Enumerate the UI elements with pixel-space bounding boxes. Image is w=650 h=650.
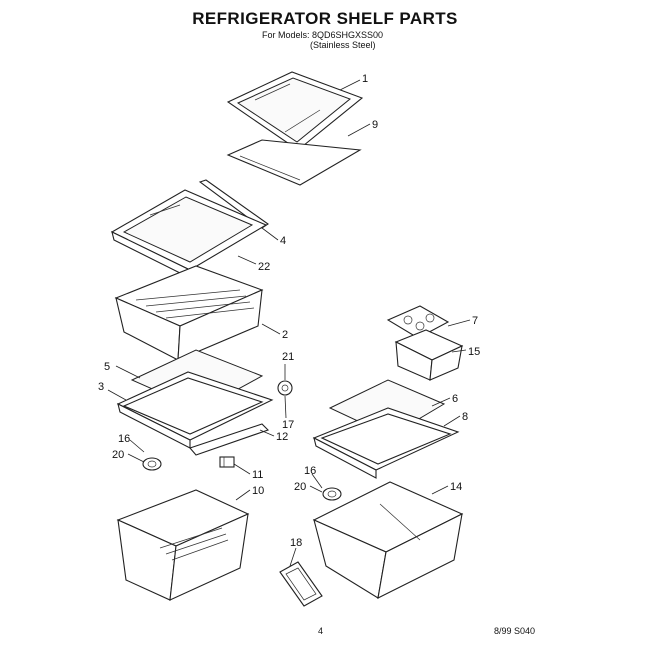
- part-1-glass-shelf[interactable]: [226, 71, 364, 151]
- part-7-egg-tray[interactable]: [386, 305, 450, 339]
- callout-7: 7: [472, 315, 478, 327]
- document-code: 8/99 S040: [494, 626, 536, 636]
- model-line: For Models: 8QD6SHGXSS00: [262, 30, 384, 40]
- callout-20-right: 20: [294, 481, 306, 493]
- page-title: REFRIGERATOR SHELF PARTS: [192, 9, 458, 28]
- part-11-clip[interactable]: [219, 456, 235, 468]
- part-21-humidity-knob[interactable]: [277, 380, 293, 396]
- page-number: 4: [318, 626, 324, 636]
- model-info: For Models: 8QD6SHGXSS00 (Stainless Stee…: [262, 30, 383, 50]
- callout-20-left: 20: [112, 449, 124, 461]
- callout-18: 18: [290, 537, 302, 549]
- callout-9: 9: [372, 119, 378, 131]
- callout-labels: 1 9 4 22 2 21 5 3 17 12 16 20 11 10 7 15…: [98, 73, 480, 549]
- callout-15: 15: [468, 346, 480, 358]
- callout-22: 22: [258, 261, 270, 273]
- callout-3: 3: [98, 381, 104, 393]
- part-20-roller-left[interactable]: [142, 457, 162, 471]
- callout-14: 14: [450, 481, 462, 493]
- callout-17: 17: [282, 419, 294, 431]
- callout-2: 2: [282, 329, 288, 341]
- callout-6: 6: [452, 393, 458, 405]
- part-22-shelf-frame[interactable]: [110, 189, 268, 279]
- part-20-roller-right[interactable]: [322, 487, 342, 501]
- callout-5: 5: [104, 361, 110, 373]
- callout-1: 1: [362, 73, 368, 85]
- part-4-shelf-rail[interactable]: [198, 179, 269, 229]
- part-18-label-card[interactable]: [279, 561, 323, 607]
- part-9-shelf-trim[interactable]: [226, 139, 362, 186]
- callout-4: 4: [280, 235, 286, 247]
- callout-10: 10: [252, 485, 264, 497]
- callout-11: 11: [252, 469, 263, 481]
- part-2-crisper-drawer[interactable]: [114, 265, 264, 361]
- callout-16-left: 16: [118, 433, 130, 445]
- callout-12: 12: [276, 431, 288, 443]
- callout-21: 21: [282, 351, 294, 363]
- part-15-small-bin[interactable]: [394, 329, 464, 381]
- callout-8: 8: [462, 411, 468, 423]
- part-3-crisper-cover-frame[interactable]: [116, 371, 274, 449]
- callout-leaders: [107, 79, 471, 567]
- part-12-slide-rail[interactable]: [189, 423, 270, 456]
- callout-16-right: 16: [304, 465, 316, 477]
- part-8-frame-right[interactable]: [312, 407, 460, 479]
- part-10-pan-bin[interactable]: [116, 489, 250, 601]
- model-finish: (Stainless Steel): [310, 40, 376, 50]
- part-14-pan-right[interactable]: [312, 481, 464, 599]
